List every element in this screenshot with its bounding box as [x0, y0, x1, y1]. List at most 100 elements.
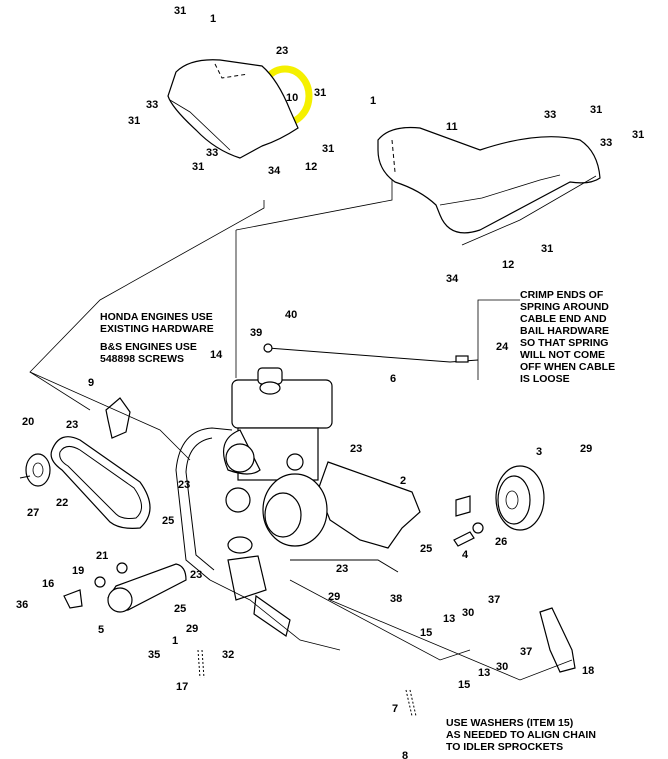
part-number-label: 33: [600, 137, 612, 149]
part-number-label: 23: [276, 45, 288, 57]
note-line: IS LOOSE: [520, 373, 570, 385]
note-line: SPRING AROUND: [520, 301, 609, 313]
part-number-label: 13: [443, 613, 455, 625]
part-number-label: 17: [176, 681, 188, 693]
part-number-label: 34: [446, 273, 459, 285]
note-line: CRIMP ENDS OF: [520, 289, 604, 301]
part-number-label: 15: [458, 679, 470, 691]
note-line: WILL NOT COME: [520, 349, 605, 361]
part-number-label: 23: [178, 479, 190, 491]
part-number-label: 31: [632, 129, 644, 141]
part-number-label: 23: [336, 563, 348, 575]
part-number-label: 6: [390, 373, 396, 385]
part-number-label: 31: [541, 243, 553, 255]
part-number-label: 31: [128, 115, 140, 127]
part-number-label: 35: [148, 649, 160, 661]
note-bs: B&S ENGINES USE 548898 SCREWS: [100, 341, 197, 365]
part-number-label: 33: [146, 99, 158, 111]
part-number-label: 8: [402, 750, 408, 759]
part-number-label: 7: [392, 703, 398, 715]
tube-part: [107, 563, 187, 613]
pulley-assembly: [225, 443, 328, 554]
cable-part: [263, 343, 479, 363]
part-number-label: 21: [96, 550, 108, 562]
part-number-label: 29: [328, 591, 340, 603]
part-number-label: 27: [27, 507, 39, 519]
note-honda: HONDA ENGINES USE EXISTING HARDWARE: [100, 311, 214, 335]
part-number-label: 39: [250, 327, 262, 339]
part-number-label: 25: [174, 603, 186, 615]
part-number-label: 16: [42, 578, 54, 590]
part-number-label: 26: [495, 536, 507, 548]
part-number-label: 18: [582, 665, 594, 677]
note-line: TO IDLER SPROCKETS: [446, 741, 563, 753]
part-number-label: 23: [190, 569, 202, 581]
note-line: B&S ENGINES USE: [100, 341, 197, 353]
part-number-label: 1: [210, 13, 216, 25]
chain-part: [197, 649, 417, 717]
note-crimp: CRIMP ENDS OF SPRING AROUND CABLE END AN…: [520, 289, 615, 385]
part-number-label: 13: [478, 667, 490, 679]
part-number-label: 36: [16, 599, 28, 611]
part-number-label: 23: [66, 419, 78, 431]
part-number-label: 34: [268, 165, 281, 177]
part-number-label: 33: [206, 147, 218, 159]
note-line: EXISTING HARDWARE: [100, 323, 214, 335]
part-number-label: 29: [186, 623, 198, 635]
part-number-label: 4: [462, 549, 469, 561]
part-number-label: 31: [590, 104, 602, 116]
part-number-label: 40: [285, 309, 297, 321]
belt-part: [50, 436, 151, 529]
bracket-part: [539, 607, 576, 673]
part-number-label: 31: [322, 143, 334, 155]
part-number-label: 31: [174, 5, 186, 17]
note-line: 548898 SCREWS: [100, 353, 184, 365]
part-number-label: 3: [536, 446, 542, 458]
note-line: AS NEEDED TO ALIGN CHAIN: [446, 729, 596, 741]
part-number-label: 9: [88, 377, 94, 389]
part-number-label: 2: [400, 475, 406, 487]
part-number-label: 32: [222, 649, 234, 661]
part-number-label: 30: [462, 607, 474, 619]
part-number-label: 25: [162, 515, 174, 527]
part-number-label: 23: [350, 443, 362, 455]
part-number-label: 5: [98, 624, 104, 636]
note-line: OFF WHEN CABLE: [520, 361, 615, 373]
leader-lines: [29, 180, 573, 681]
part-number-label: 37: [520, 646, 532, 658]
part-number-label: 12: [502, 259, 514, 271]
part-number-label: 38: [390, 593, 402, 605]
part-number-label: 11: [446, 121, 458, 133]
part-number-label: 14: [210, 349, 223, 361]
part-number-label: 30: [496, 661, 508, 673]
part-number-label: 33: [544, 109, 556, 121]
pulley-22: [19, 453, 51, 487]
engine-part: [222, 367, 333, 481]
note-washers: USE WASHERS (ITEM 15) AS NEEDED TO ALIGN…: [446, 717, 596, 753]
belt-cover-part: [167, 59, 299, 159]
part-number-label: 19: [72, 565, 84, 577]
part-number-label: 24: [496, 341, 509, 353]
part-number-label: 12: [305, 161, 317, 173]
part-number-label: 1: [370, 95, 376, 107]
wheel-part: [495, 465, 545, 531]
note-line: USE WASHERS (ITEM 15): [446, 717, 573, 729]
part-number-label: 25: [420, 543, 432, 555]
part-number-label: 15: [420, 627, 432, 639]
part-number-label: 20: [22, 416, 34, 428]
part-number-label: 29: [580, 443, 592, 455]
part-number-label: 37: [488, 594, 500, 606]
part-number-label: 31: [192, 161, 204, 173]
chain-cover-part: [377, 126, 601, 246]
axle-part: [453, 495, 484, 547]
frame-part: [175, 427, 421, 581]
note-line: CABLE END AND: [520, 313, 607, 325]
part-number-label: 22: [56, 497, 68, 509]
note-line: BAIL HARDWARE: [520, 325, 609, 337]
note-line: HONDA ENGINES USE: [100, 311, 213, 323]
part-number-label: 10: [286, 92, 298, 104]
part-number-label: 1: [172, 635, 178, 647]
